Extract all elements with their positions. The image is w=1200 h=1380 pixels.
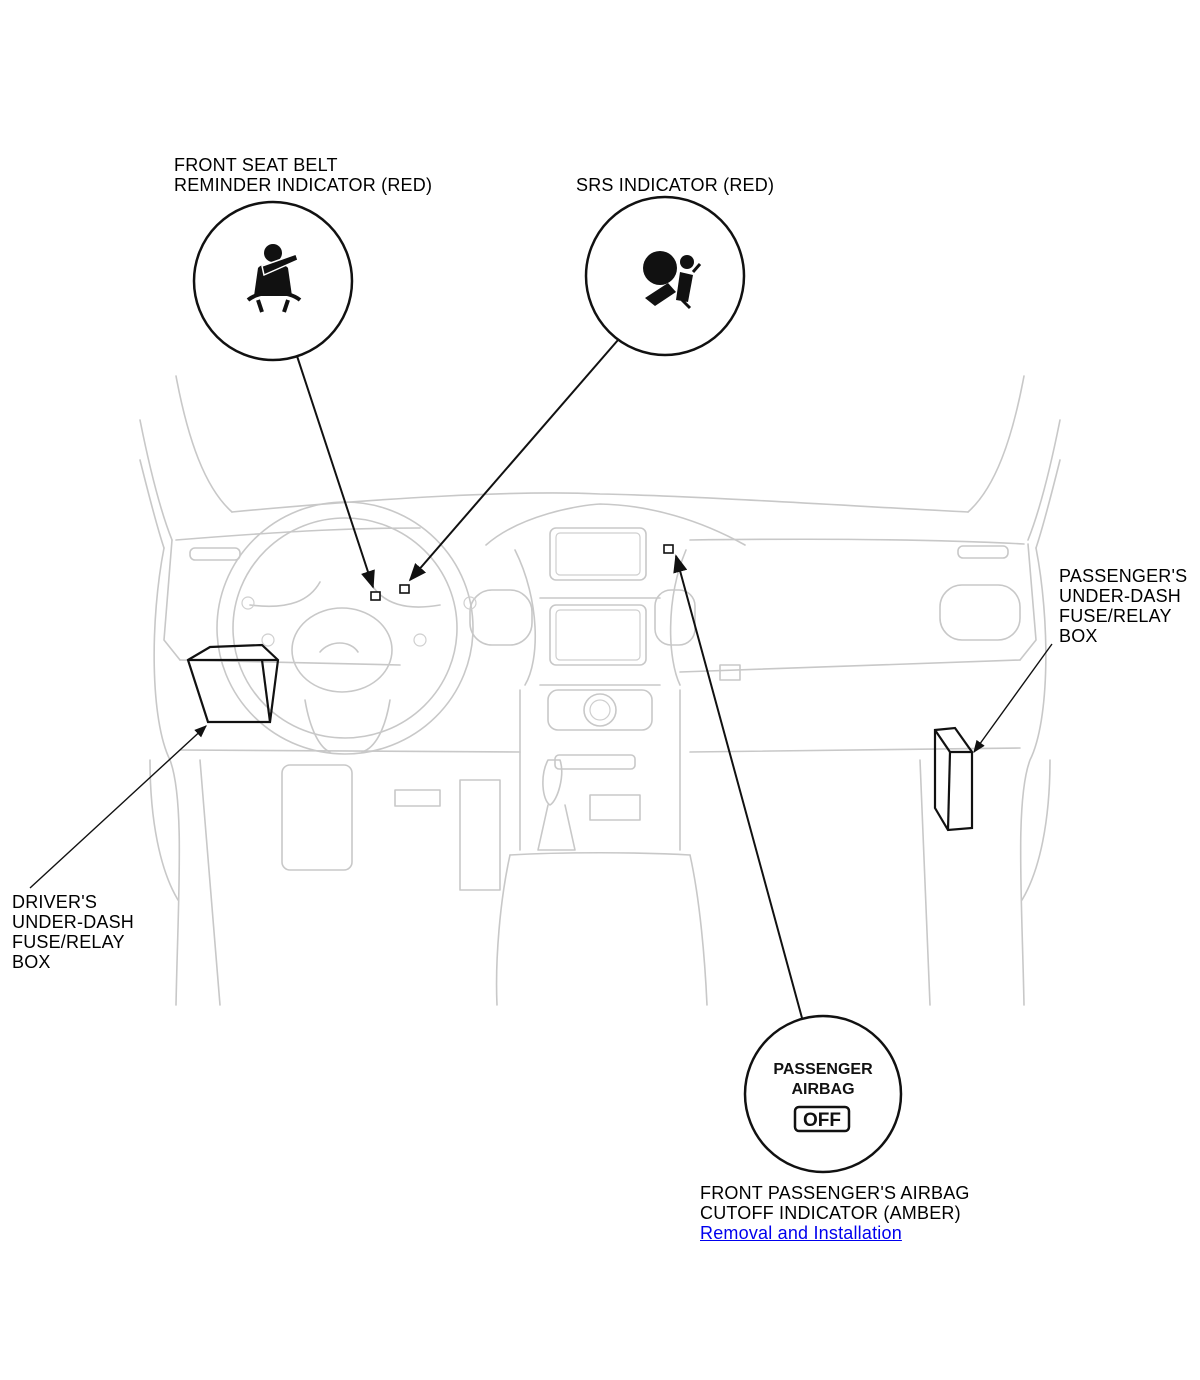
passenger-airbag-label-line2: CUTOFF INDICATOR (AMBER): [700, 1203, 961, 1223]
passenger-fuse-label: PASSENGER'S UNDER-DASH FUSE/RELAY BOX: [1059, 566, 1187, 646]
floor-area: [199, 759, 931, 1006]
passenger-fuse-label-line1: PASSENGER'S: [1059, 566, 1188, 586]
dashboard-outline: [163, 492, 1037, 753]
seat-belt-leader-line: [296, 355, 375, 589]
seat-belt-icon: [246, 244, 302, 313]
driver-fuse-box: [186, 643, 280, 724]
seat-belt-label: FRONT SEAT BELT REMINDER INDICATOR (RED): [174, 155, 432, 195]
srs-label: SRS INDICATOR (RED): [576, 175, 774, 195]
seat-belt-indicator-marker: [370, 591, 381, 601]
passenger-airbag-label-line1: FRONT PASSENGER'S AIRBAG: [700, 1183, 970, 1203]
badge-off-text: OFF: [803, 1110, 841, 1131]
passenger-airbag-callout-circle: PASSENGER AIRBAG OFF: [743, 1014, 903, 1174]
center-stack: [485, 503, 746, 1006]
seat-belt-label-line2: REMINDER INDICATOR (RED): [174, 175, 433, 195]
passenger-fuse-leader-line: [973, 643, 1053, 754]
driver-fuse-leader-line: [29, 725, 207, 889]
driver-fuse-label-line2: UNDER-DASH: [12, 912, 135, 932]
driver-fuse-label-line3: FUSE/RELAY: [12, 932, 125, 952]
passenger-airbag-indicator-marker: [663, 544, 674, 554]
passenger-fuse-box: [933, 726, 974, 832]
steering-wheel: [216, 501, 477, 755]
passenger-airbag-leader-line: [673, 554, 803, 1019]
srs-indicator-marker: [399, 584, 410, 594]
badge-airbag-text: AIRBAG: [791, 1081, 854, 1098]
srs-leader-line: [408, 339, 619, 582]
passenger-fuse-label-line2: UNDER-DASH: [1059, 586, 1182, 606]
passenger-fuse-label-line3: FUSE/RELAY: [1059, 606, 1172, 626]
badge-off-frame: [793, 1105, 851, 1133]
srs-label-line1: SRS INDICATOR (RED): [576, 175, 775, 195]
seat-belt-label-line1: FRONT SEAT BELT: [174, 155, 338, 175]
passenger-airbag-label: FRONT PASSENGER'S AIRBAG CUTOFF INDICATO…: [700, 1183, 970, 1243]
airbag-icon: [643, 251, 702, 310]
passenger-fuse-label-line4: BOX: [1059, 626, 1098, 646]
driver-fuse-label: DRIVER'S UNDER-DASH FUSE/RELAY BOX: [12, 892, 134, 972]
srs-callout-circle: [584, 195, 746, 357]
seat-belt-callout-circle: [192, 200, 354, 362]
removal-installation-link[interactable]: Removal and Installation: [700, 1223, 902, 1243]
driver-fuse-label-line1: DRIVER'S: [12, 892, 98, 912]
badge-passenger-text: PASSENGER: [773, 1061, 873, 1078]
driver-fuse-label-line4: BOX: [12, 952, 51, 972]
